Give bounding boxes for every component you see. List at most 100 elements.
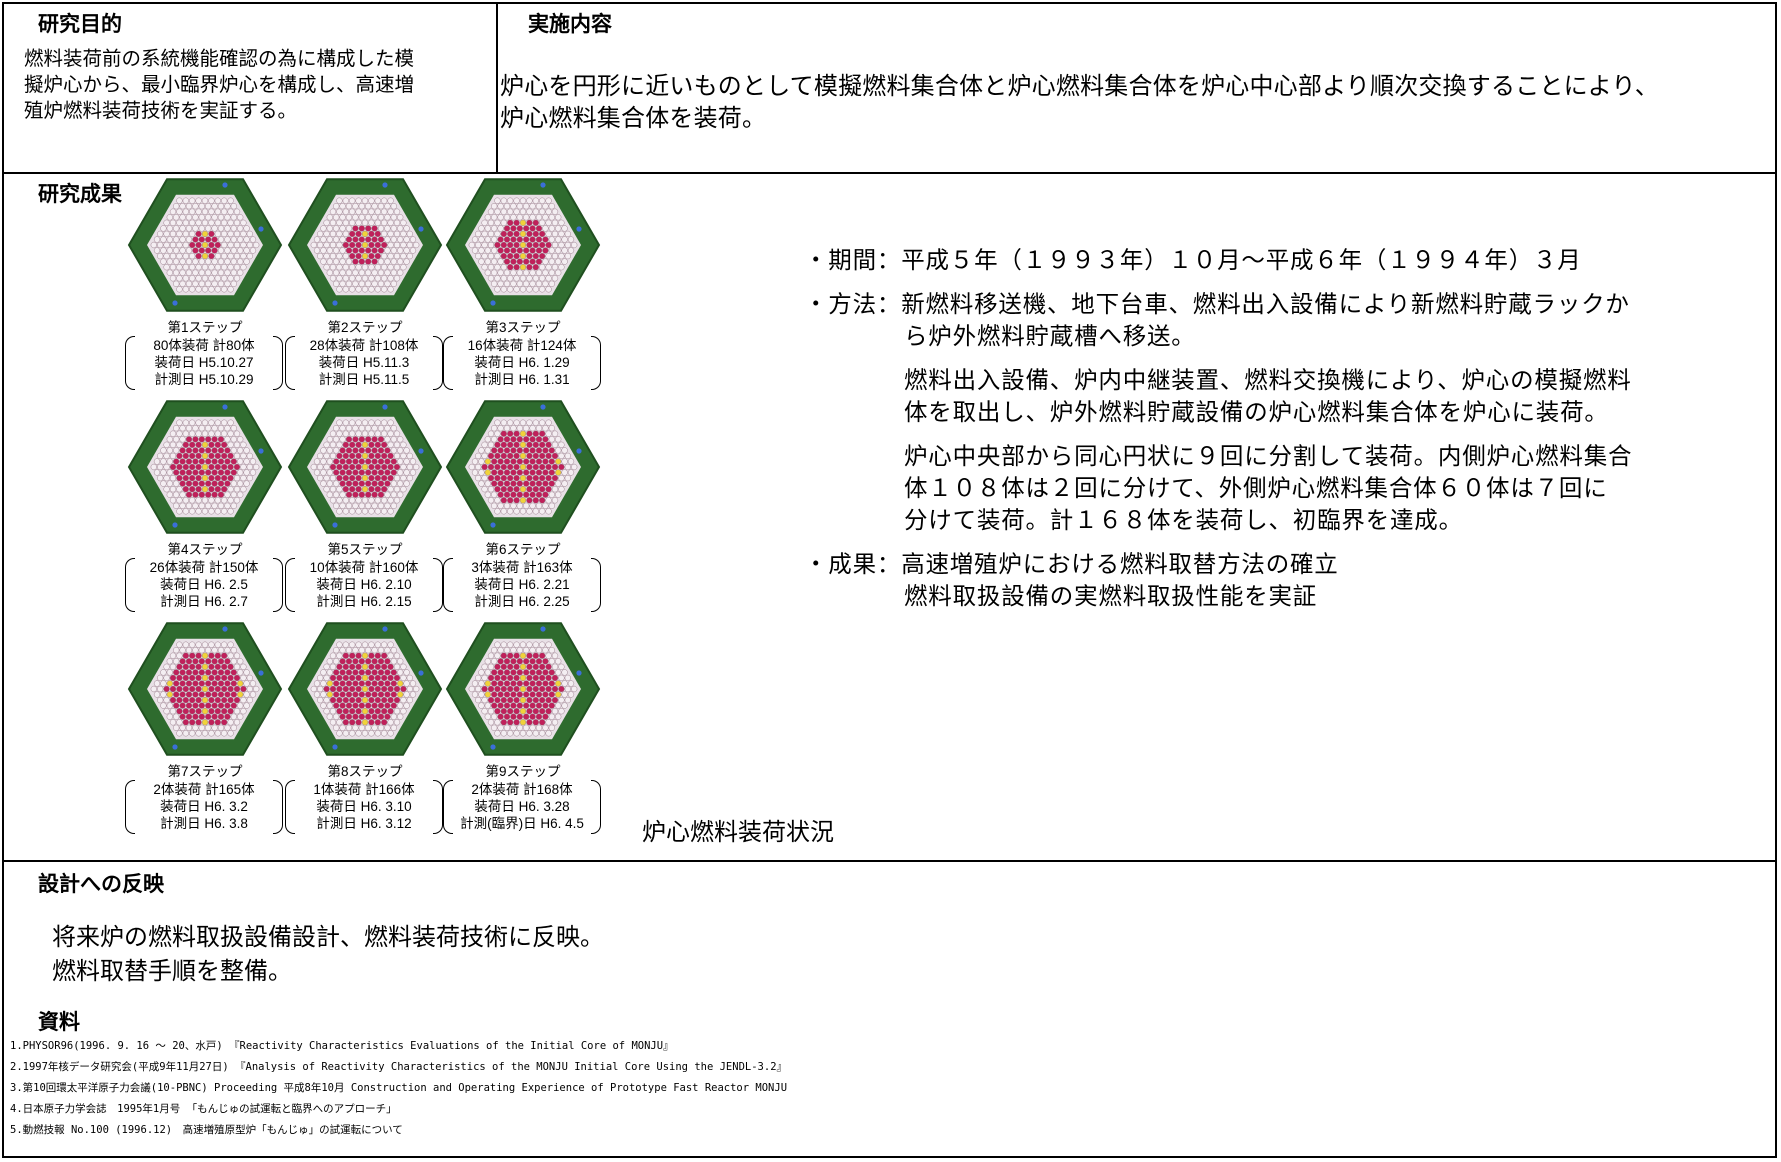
step-load-date: 装荷日 H6. 2.10 (316, 577, 412, 592)
core-map-icon (127, 178, 283, 312)
core-map-icon (287, 400, 443, 534)
step-measure-date: 計測日 H5.11.5 (318, 372, 410, 387)
bullet-text: ら炉外燃料貯蔵槽へ移送。 (904, 322, 1196, 350)
bullet-text: 新燃料移送機、地下台車、燃料出入設備により新燃料貯蔵ラックか (901, 290, 1630, 318)
step-load-count: 2体装荷 計165体 (125, 781, 283, 798)
implementation-heading: 実施内容 (528, 12, 612, 36)
implementation-line: 炉心燃料集合体を装荷。 (500, 104, 767, 132)
step-measure-date: 計測日 H6. 2.15 (316, 594, 412, 609)
bullet-result: ・成果：高速増殖炉における燃料取替方法の確立 (804, 548, 1339, 580)
references-heading: 資料 (38, 1010, 80, 1034)
step-measure-date: 計測日 H6. 3.8 (160, 816, 248, 831)
step-total: 計150体 (208, 560, 259, 575)
bullet-label: ・期間： (804, 246, 902, 274)
step-total: 計80体 (212, 338, 255, 353)
step-load-count: 10体装荷 計160体 (285, 559, 443, 576)
bullet-text: 体を取出し、炉外燃料貯蔵設備の炉心燃料集合体を炉心に装荷。 (904, 398, 1609, 426)
bullet-label: ・方法： (804, 290, 902, 318)
reference-item: 1.PHYSOR96(1996. 9. 16 ～ 20、水戸) 『Reactiv… (10, 1040, 674, 1052)
purpose-text: 燃料装荷前の系統機能確認の為に構成した模 擬炉心から、最小臨界炉心を構成し、高速… (24, 46, 484, 124)
bullet-period: ・期間：平成５年（１９９３年）１０月～平成６年（１９９４年）３月 (804, 244, 1582, 276)
bullet-text: 分けて装荷。計１６８体を装荷し、初臨界を達成。 (904, 506, 1463, 534)
step-title: 第6ステップ (485, 542, 561, 557)
reference-item: 4.日本原子力学会誌 1995年1月号 「もんじゅの試運転と臨界へのアプローチ」 (10, 1103, 397, 1115)
step-measure-date: 計測日 H6. 1.31 (474, 372, 570, 387)
step-total: 計160体 (368, 560, 419, 575)
reference-item: 3.第10回環太平洋原子力会議(10-PBNC) Proceeding 平成8年… (10, 1082, 788, 1094)
purpose-heading: 研究目的 (38, 12, 122, 36)
step-title: 第4ステップ (167, 542, 243, 557)
step-load-count: 1体装荷 計166体 (285, 781, 443, 798)
implementation-line: 炉心を円形に近いものとして模擬燃料集合体と炉心燃料集合体を炉心中心部より順次交換… (500, 72, 1659, 100)
step-load-count: 80体装荷 計80体 (125, 337, 283, 354)
reference-item: 5.動燃技報 No.100 (1996.12) 高速増殖原型炉「もんじゅ」の試運… (10, 1124, 403, 1136)
core-map-icon (445, 400, 601, 534)
step-load-date: 装荷日 H6. 2.5 (160, 577, 248, 592)
step-load-date: 装荷日 H6. 3.10 (316, 799, 412, 814)
step-measure-date: 計測日 H5.10.29 (154, 372, 254, 387)
step-measure-date: 計測日 H6. 3.12 (316, 816, 412, 831)
step-total: 計168体 (523, 782, 573, 797)
bullet-label: ・成果： (804, 550, 902, 578)
step-measure-date: 計測日 H6. 2.7 (160, 594, 248, 609)
step-total: 計165体 (205, 782, 255, 797)
step-load: 1体装荷 (313, 782, 362, 797)
purpose-line: 殖炉燃料装荷技術を実証する。 (24, 99, 298, 122)
bullet-method: ・方法：新燃料移送機、地下台車、燃料出入設備により新燃料貯蔵ラックか (804, 288, 1630, 320)
step-title: 第9ステップ (485, 764, 561, 779)
purpose-line: 擬炉心から、最小臨界炉心を構成し、高速増 (24, 73, 415, 96)
divider (4, 172, 1775, 174)
step-load: 28体装荷 (309, 338, 366, 353)
step-load-count: 3体装荷 計163体 (443, 559, 601, 576)
step-load: 2体装荷 (153, 782, 202, 797)
bullet-text: 平成５年（１９９３年）１０月～平成６年（１９９４年）３月 (901, 246, 1582, 274)
step-title: 第7ステップ (167, 764, 243, 779)
step-load: 10体装荷 (309, 560, 366, 575)
step-info-bracket: 2体装荷 計168体装荷日 H6. 3.28 計測(臨界)日 H6. 4.5 (443, 780, 601, 836)
reflection-text: 将来炉の燃料取扱設備設計、燃料装荷技術に反映。 燃料取替手順を整備。 (52, 920, 604, 988)
step-title: 第5ステップ (327, 542, 403, 557)
step-title: 第2ステップ (327, 320, 403, 335)
loading-step: 第2ステップ 28体装荷 計108体装荷日 H5.11.3 計測日 H5.11.5 (284, 172, 446, 398)
reflection-heading: 設計への反映 (38, 872, 164, 896)
divider (496, 4, 498, 172)
step-load-date: 装荷日 H6. 3.2 (160, 799, 248, 814)
step-load-count: 16体装荷 計124体 (443, 337, 601, 354)
bullet-text: 燃料出入設備、炉内中継装置、燃料交換機により、炉心の模擬燃料 (904, 366, 1632, 394)
core-map-icon (287, 622, 443, 756)
step-measure-date: 計測(臨界)日 H6. 4.5 (460, 816, 584, 831)
step-load-count: 2体装荷 計168体 (443, 781, 601, 798)
core-map-icon (127, 400, 283, 534)
step-load-date: 装荷日 H5.11.3 (318, 355, 410, 370)
step-load-date: 装荷日 H6. 1.29 (474, 355, 570, 370)
step-load-count: 28体装荷 計108体 (285, 337, 443, 354)
core-map-icon (445, 178, 601, 312)
step-measure-date: 計測日 H6. 2.25 (474, 594, 570, 609)
step-title: 第1ステップ (167, 320, 243, 335)
step-load-date: 装荷日 H5.10.27 (154, 355, 254, 370)
step-info-bracket: 16体装荷 計124体装荷日 H6. 1.29 計測日 H6. 1.31 (443, 336, 601, 392)
results-heading: 研究成果 (38, 182, 122, 206)
step-info-bracket: 1体装荷 計166体装荷日 H6. 3.10 計測日 H6. 3.12 (285, 780, 443, 836)
step-load-date: 装荷日 H6. 3.28 (474, 799, 570, 814)
step-load: 3体装荷 (471, 560, 520, 575)
reference-item: 2.1997年核データ研究会(平成9年11月27日) 『Analysis of … (10, 1061, 788, 1073)
bullet-text: 体１０８体は２回に分けて、外側炉心燃料集合体６０体は７回に (904, 474, 1608, 502)
implementation-text: 炉心を円形に近いものとして模擬燃料集合体と炉心燃料集合体を炉心中心部より順次交換… (500, 70, 1780, 134)
step-load: 16体装荷 (467, 338, 524, 353)
step-load: 80体装荷 (153, 338, 209, 353)
figure-caption: 炉心燃料装荷状況 (642, 818, 834, 846)
reflection-line: 将来炉の燃料取扱設備設計、燃料装荷技術に反映。 (52, 923, 604, 951)
